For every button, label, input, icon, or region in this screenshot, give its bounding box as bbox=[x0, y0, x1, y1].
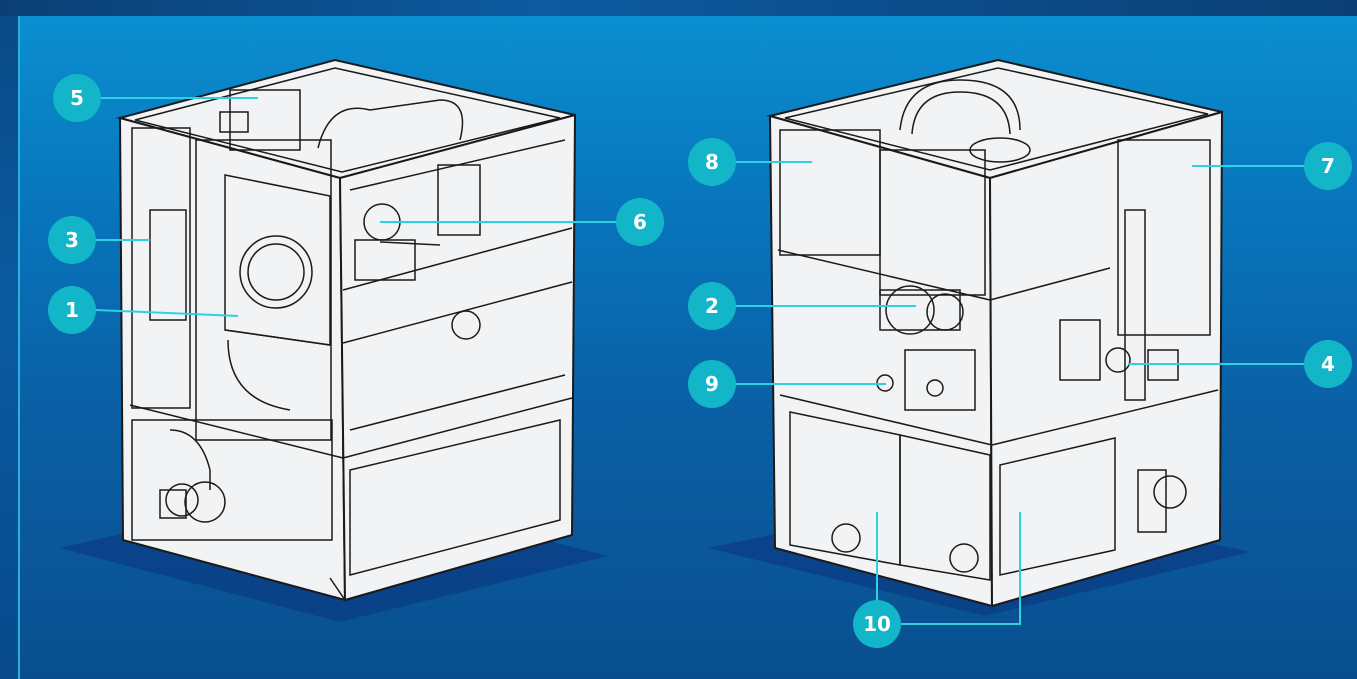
callout-10: 10 bbox=[853, 600, 901, 648]
callout-3: 3 bbox=[48, 216, 96, 264]
callout-badges: 5 3 1 6 8 2 9 7 bbox=[48, 74, 1352, 648]
left-unit bbox=[60, 58, 608, 622]
leader-10 bbox=[876, 512, 1021, 625]
callout-8-label: 8 bbox=[705, 150, 719, 174]
callout-7-label: 7 bbox=[1321, 154, 1335, 178]
callout-5-label: 5 bbox=[70, 86, 84, 110]
callout-4-label: 4 bbox=[1321, 352, 1335, 376]
right-unit bbox=[708, 58, 1250, 616]
left-side-face bbox=[338, 113, 577, 602]
leader-1 bbox=[95, 309, 239, 317]
callout-6: 6 bbox=[616, 198, 664, 246]
callout-2: 2 bbox=[688, 282, 736, 330]
callout-7: 7 bbox=[1304, 142, 1352, 190]
left-front-face bbox=[118, 116, 347, 602]
callout-10-label: 10 bbox=[863, 612, 891, 636]
callout-9: 9 bbox=[688, 360, 736, 408]
callout-5: 5 bbox=[53, 74, 101, 122]
callout-9-label: 9 bbox=[705, 372, 719, 396]
callout-6-label: 6 bbox=[633, 210, 647, 234]
right-front-face bbox=[768, 114, 994, 608]
callout-4: 4 bbox=[1304, 340, 1352, 388]
callout-1: 1 bbox=[48, 286, 96, 334]
callout-2-label: 2 bbox=[705, 294, 719, 318]
top-band bbox=[0, 0, 1357, 16]
leader-lines bbox=[95, 97, 1306, 625]
callout-3-label: 3 bbox=[65, 228, 79, 252]
callout-1-label: 1 bbox=[65, 298, 79, 322]
callout-8: 8 bbox=[688, 138, 736, 186]
